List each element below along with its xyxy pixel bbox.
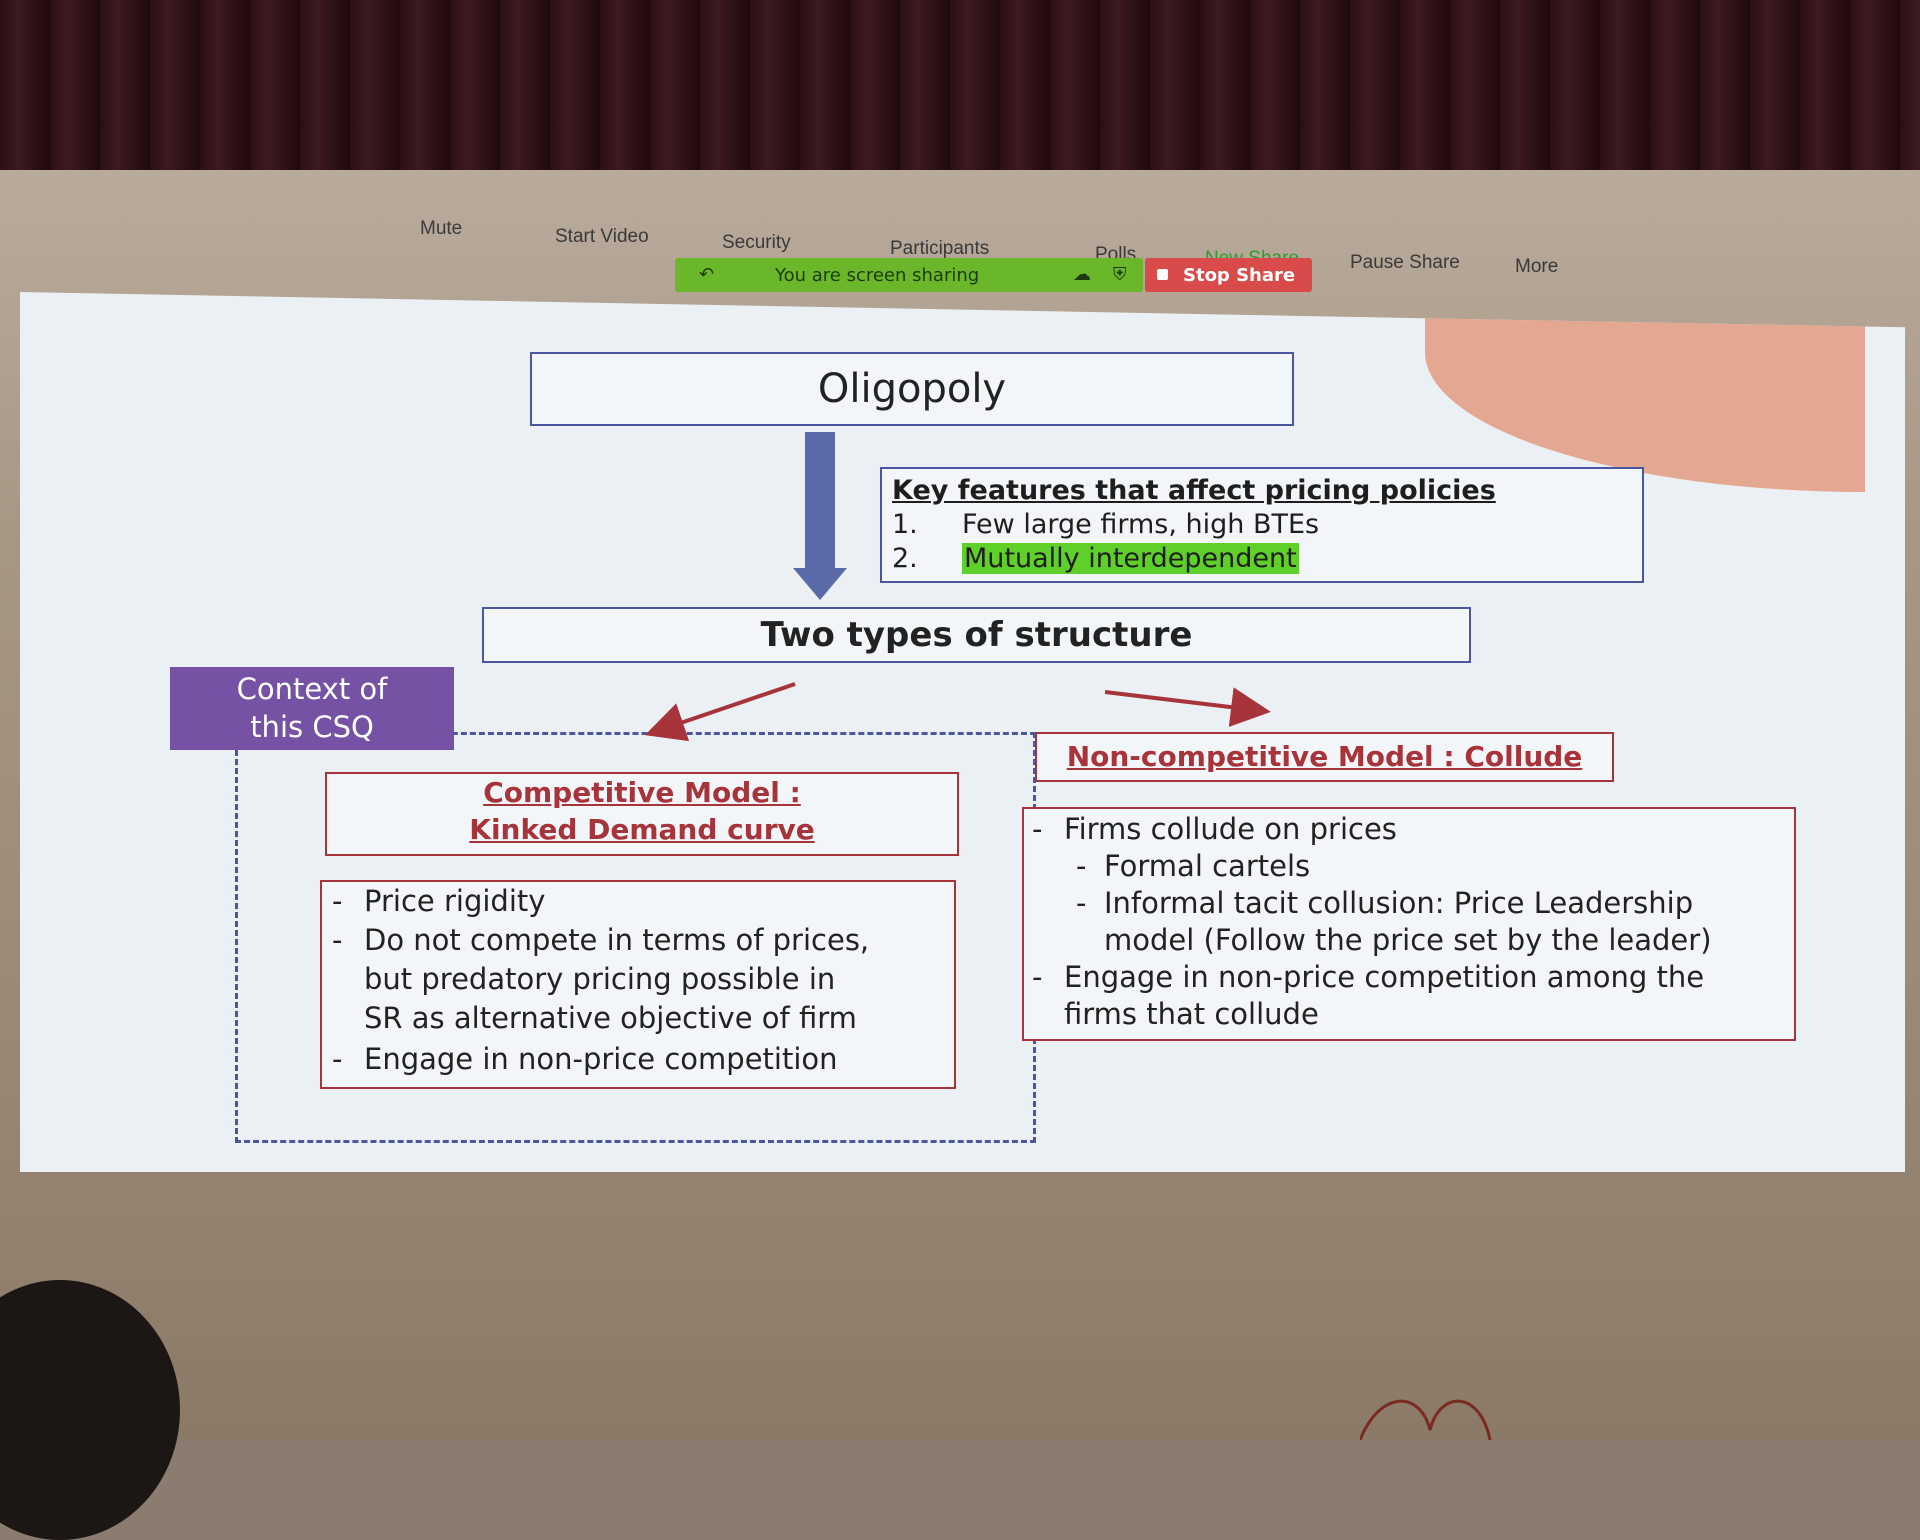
pause-share-button[interactable]: Pause Share <box>1350 252 1460 273</box>
list-item: Price rigidity <box>364 884 546 918</box>
list-item: model (Follow the price set by the leade… <box>1104 923 1712 957</box>
list-item: Engage in non-price competition <box>364 1042 838 1076</box>
right-branch-arrow-icon <box>1104 687 1271 727</box>
branch-arrows <box>644 682 1271 742</box>
stop-share-button[interactable]: Stop Share <box>1145 258 1312 292</box>
mute-button[interactable]: Mute <box>420 218 463 239</box>
cable-loop <box>1360 1399 1492 1440</box>
slide-title: Oligopoly <box>817 366 1007 412</box>
noncompetitive-model-title-box: Non-competitive Model : Collude <box>1035 732 1614 782</box>
zoom-toolbar: Mute Start Video Security Participants P… <box>360 212 1620 302</box>
feature-number: 2. <box>892 543 918 574</box>
down-arrow-shaft <box>805 432 835 572</box>
list-item: Do not compete in terms of prices, <box>364 923 870 957</box>
stop-square-icon <box>1157 269 1168 280</box>
start-video-button[interactable]: Start Video <box>555 226 649 247</box>
competitive-model-title-box: Competitive Model : Kinked Demand curve <box>325 772 959 856</box>
competitive-title-line: Kinked Demand curve <box>469 813 815 846</box>
bullet-dash: - <box>1032 812 1043 846</box>
feature-text-highlighted: Mutually interdependent <box>962 543 1299 574</box>
competitive-title-line: Competitive Model : <box>483 776 801 809</box>
noncompetitive-bullets-box: - Firms collude on prices - Formal carte… <box>1022 807 1796 1041</box>
noncompetitive-title: Non-competitive Model : Collude <box>1066 740 1583 773</box>
bullet-dash: - <box>1076 849 1087 883</box>
list-item: SR as alternative objective of firm <box>364 1001 857 1035</box>
features-heading: Key features that affect pricing policie… <box>892 475 1496 506</box>
feature-number: 1. <box>892 509 918 540</box>
context-line: Context of <box>236 672 388 706</box>
sharing-status-label: You are screen sharing <box>775 265 980 286</box>
screen-sharing-bar[interactable]: ↶ You are screen sharing ☁ ⛨ <box>675 258 1143 292</box>
structure-heading: Two types of structure <box>760 615 1193 655</box>
share-arrow-icon: ↶ <box>699 264 715 285</box>
bullet-dash: - <box>1076 886 1087 920</box>
shield-icon[interactable]: ⛨ <box>1113 264 1127 285</box>
list-item: Informal tacit collusion: Price Leadersh… <box>1104 886 1694 920</box>
presentation-slide: Oligopoly Key features that affect prici… <box>20 292 1905 1172</box>
oligopoly-title-box: Oligopoly <box>530 352 1294 426</box>
feature-text: Few large firms, high BTEs <box>962 509 1320 540</box>
bullet-dash: - <box>332 923 343 957</box>
down-arrow-icon <box>793 568 847 600</box>
stop-share-label: Stop Share <box>1183 265 1296 286</box>
bullet-dash: - <box>332 884 343 918</box>
competitive-bullets-box: - Price rigidity - Do not compete in ter… <box>320 880 956 1089</box>
participants-button[interactable]: Participants <box>890 238 990 259</box>
context-label: Context of this CSQ <box>170 667 454 750</box>
list-item: firms that collude <box>1064 997 1319 1031</box>
key-features-box: Key features that affect pricing policie… <box>880 467 1644 583</box>
structure-box: Two types of structure <box>482 607 1471 663</box>
context-line: this CSQ <box>250 710 374 744</box>
list-item: but predatory pricing possible in <box>364 962 836 996</box>
bullet-dash: - <box>1032 960 1043 994</box>
list-item: Firms collude on prices <box>1064 812 1397 846</box>
left-branch-arrow-icon <box>644 682 796 742</box>
more-button[interactable]: More <box>1515 256 1559 277</box>
list-item: Formal cartels <box>1104 849 1311 883</box>
cloud-icon[interactable]: ☁ <box>1073 264 1091 285</box>
list-item: Engage in non-price competition among th… <box>1064 960 1705 994</box>
security-button[interactable]: Security <box>722 232 791 253</box>
bullet-dash: - <box>332 1042 343 1076</box>
